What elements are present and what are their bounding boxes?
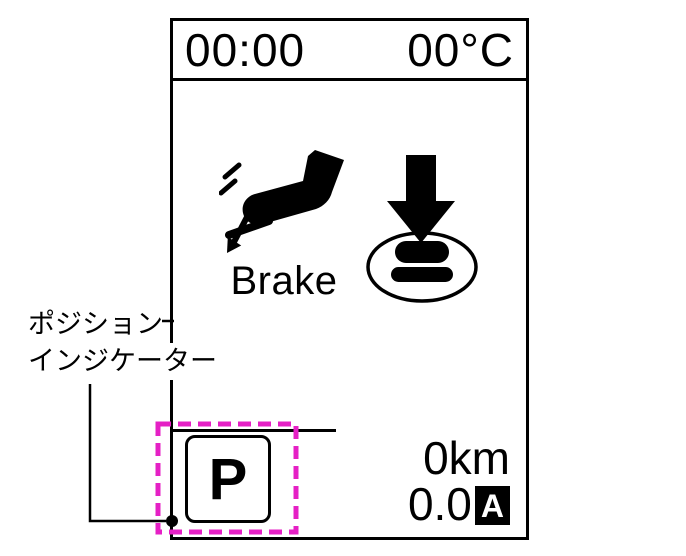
brake-label: Brake: [230, 259, 338, 303]
highlight-box: [155, 421, 299, 535]
drive-mode-badge: A: [474, 486, 510, 525]
callout-line-1: ポジション: [28, 306, 166, 343]
brake-warning-group: Brake: [219, 149, 349, 304]
callout-label: ポジション インジケーター: [28, 306, 220, 380]
outside-temperature: 00°C: [407, 23, 514, 76]
footer-divider: [173, 429, 336, 432]
callout-line-2: インジケーター: [28, 343, 220, 380]
clock-time: 00:00: [185, 23, 306, 76]
display-graphics: Brake: [173, 149, 526, 305]
position-indicator: P: [185, 435, 271, 523]
display-panel: 00:00 00°C Brake: [170, 18, 529, 540]
position-indicator-value: P: [208, 446, 248, 512]
trip-value: 0.0: [407, 478, 472, 530]
display-header: 00:00 00°C: [173, 21, 526, 81]
push-button-icon: [366, 155, 478, 303]
highlight-dashed-rect: [155, 421, 299, 535]
odometer-value: 0km: [423, 432, 510, 484]
brake-pedal-icon: [219, 150, 344, 253]
